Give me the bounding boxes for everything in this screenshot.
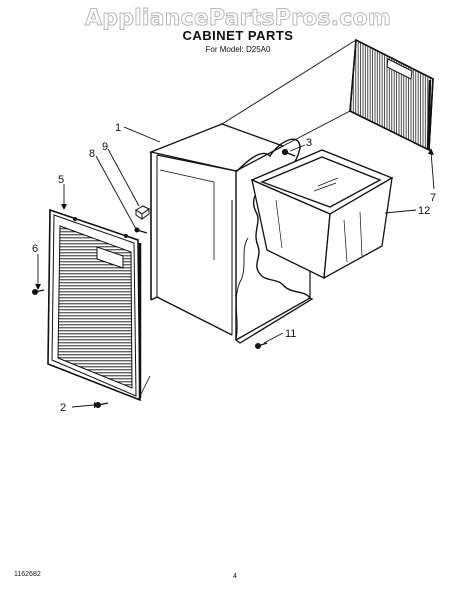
- model-subtitle: For Model: D25A0: [205, 45, 271, 54]
- cabinet-liner: [250, 149, 394, 280]
- rear-filter-panel: [349, 38, 434, 152]
- callout-6: 6: [32, 243, 38, 255]
- document-number: 1162682: [14, 571, 41, 578]
- callout-7: 7: [430, 192, 436, 204]
- screw-part-8: [134, 227, 148, 234]
- page-number: 4: [233, 573, 237, 580]
- screw-part-3: [281, 148, 296, 157]
- callout-leaders: [37, 126, 435, 408]
- front-grille-panel: [47, 208, 142, 402]
- watermark: AppliancePartsPros.com: [85, 6, 392, 32]
- screw-part-6: [32, 289, 45, 295]
- clip-part-9: [135, 205, 150, 220]
- cutaway-outline: [235, 138, 311, 299]
- callout-3: 3: [306, 137, 312, 149]
- callout-arrowheads: [35, 148, 434, 408]
- page-title: CABINET PARTS: [182, 28, 294, 43]
- callout-5: 5: [58, 174, 64, 186]
- screw-part-11: [255, 342, 268, 349]
- callout-1: 1: [115, 122, 121, 134]
- callout-12: 12: [418, 205, 430, 217]
- callout-8: 8: [89, 148, 95, 160]
- callout-2: 2: [60, 402, 66, 414]
- callout-9: 9: [102, 141, 108, 153]
- callout-11: 11: [285, 328, 296, 340]
